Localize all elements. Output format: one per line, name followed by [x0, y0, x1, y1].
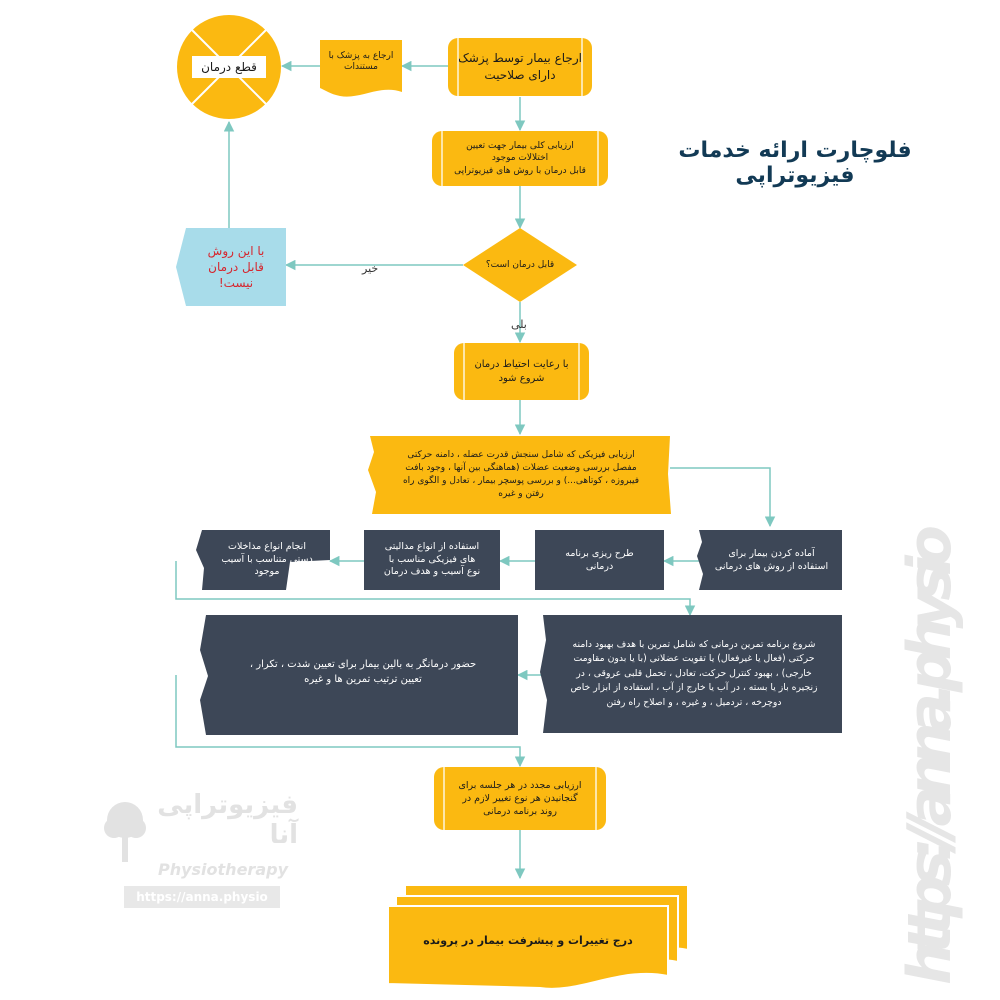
stop-node-circle	[177, 15, 281, 119]
arrow-physical-to-prepare	[670, 467, 776, 528]
decision-node: قابل درمان است؟	[463, 255, 577, 275]
referral-label: ارجاع بیمار توسط پزشک دارای صلاحیت	[458, 51, 582, 82]
not-treatable-shape	[176, 228, 286, 306]
prepare-node: آماده کردن بیمار برای استفاده از روش های…	[701, 531, 842, 589]
manual-shape	[196, 530, 330, 590]
prepare-label: آماده کردن بیمار برای استفاده از روش های…	[714, 547, 829, 572]
flowchart-title: فلوچارت ارائه خدمات فیزیوتراپی	[678, 138, 912, 188]
decision-label: قابل درمان است؟	[485, 260, 555, 270]
stop-label: قطع درمان	[201, 60, 257, 74]
physical-eval-node: ارزیابی فیزیکی که شامل سنجش قدرت عضله ، …	[372, 437, 670, 513]
refer-doc-label: ارجاع به پزشک با مستندات	[328, 50, 394, 72]
tree-logo-icon	[104, 802, 146, 862]
exercise-label: شروع برنامه تمرین درمانی که شامل تمرین ب…	[570, 638, 818, 708]
logo-sub: Physiotherapy	[157, 860, 288, 879]
manual-node: انجام انواع مداخلات دستی متناسب با آسیب …	[204, 531, 330, 589]
presence-shape	[200, 615, 518, 735]
plan-label: طرح ریزی برنامه درمانی	[565, 547, 634, 572]
exercise-node: شروع برنامه تمرین درمانی که شامل تمرین ب…	[546, 617, 842, 731]
logo-name: فیزیوتراپی آنا	[157, 790, 298, 850]
not-treatable-label: با این روش قابل درمان نیست!	[207, 243, 265, 291]
refer-doc-node: ارجاع به پزشک با مستندات	[320, 42, 402, 82]
refer-doc-shape	[320, 40, 402, 97]
general-eval-label: ارزیابی کلی بیمار جهت تعیین اختلالات موج…	[454, 141, 586, 176]
edge-label-no: خیر	[362, 262, 379, 275]
prepare-shape	[697, 530, 842, 590]
exercise-shape	[540, 615, 842, 733]
logo-watermark: فیزیوتراپی آنا Physiotherapy https://ann…	[100, 790, 300, 920]
reassess-node: ارزیابی مجدد در هر جلسه برای گنجانیدن هر…	[434, 767, 606, 830]
url-watermark: https://anna.physio	[895, 525, 965, 985]
record-label: درج تغییرات و پیشرفت بیمار در پرونده	[423, 933, 633, 947]
record-stack	[387, 884, 689, 990]
general-eval-node: ارزیابی کلی بیمار جهت تعیین اختلالات موج…	[432, 131, 608, 186]
arrow-presence-to-reassess	[175, 675, 526, 768]
record-node: درج تغییرات و پیشرفت بیمار در پرونده	[388, 920, 668, 960]
presence-label: حضور درمانگر به بالین بیمار برای تعیین ش…	[249, 659, 477, 685]
physical-eval-shape	[368, 436, 671, 514]
decision-diamond	[463, 228, 577, 302]
arrow-manual-to-exercise	[175, 561, 696, 617]
referral-node: ارجاع بیمار توسط پزشک دارای صلاحیت	[448, 38, 592, 96]
modalities-node: استفاده از انواع مدالیتی های فیزیکی مناس…	[364, 530, 500, 590]
manual-label: انجام انواع مداخلات دستی متناسب با آسیب …	[221, 540, 313, 578]
url-watermark-text: https://anna.physio	[895, 525, 965, 985]
plan-node: طرح ریزی برنامه درمانی	[535, 530, 664, 590]
modalities-label: استفاده از انواع مدالیتی های فیزیکی مناس…	[383, 540, 481, 578]
start-care-label: با رعایت احتیاط درمان شروع شود	[474, 358, 569, 384]
presence-node: حضور درمانگر به بالین بیمار برای تعیین ش…	[208, 617, 518, 733]
reassess-label: ارزیابی مجدد در هر جلسه برای گنجانیدن هر…	[458, 779, 582, 818]
physical-eval-label: ارزیابی فیزیکی که شامل سنجش قدرت عضله ، …	[402, 449, 640, 500]
stop-node: قطع درمان	[192, 56, 266, 78]
logo-url: https://anna.physio	[124, 886, 280, 908]
edge-label-yes: بلی	[511, 318, 527, 331]
start-care-node: با رعایت احتیاط درمان شروع شود	[454, 343, 589, 400]
not-treatable-node: با این روش قابل درمان نیست!	[186, 230, 286, 304]
